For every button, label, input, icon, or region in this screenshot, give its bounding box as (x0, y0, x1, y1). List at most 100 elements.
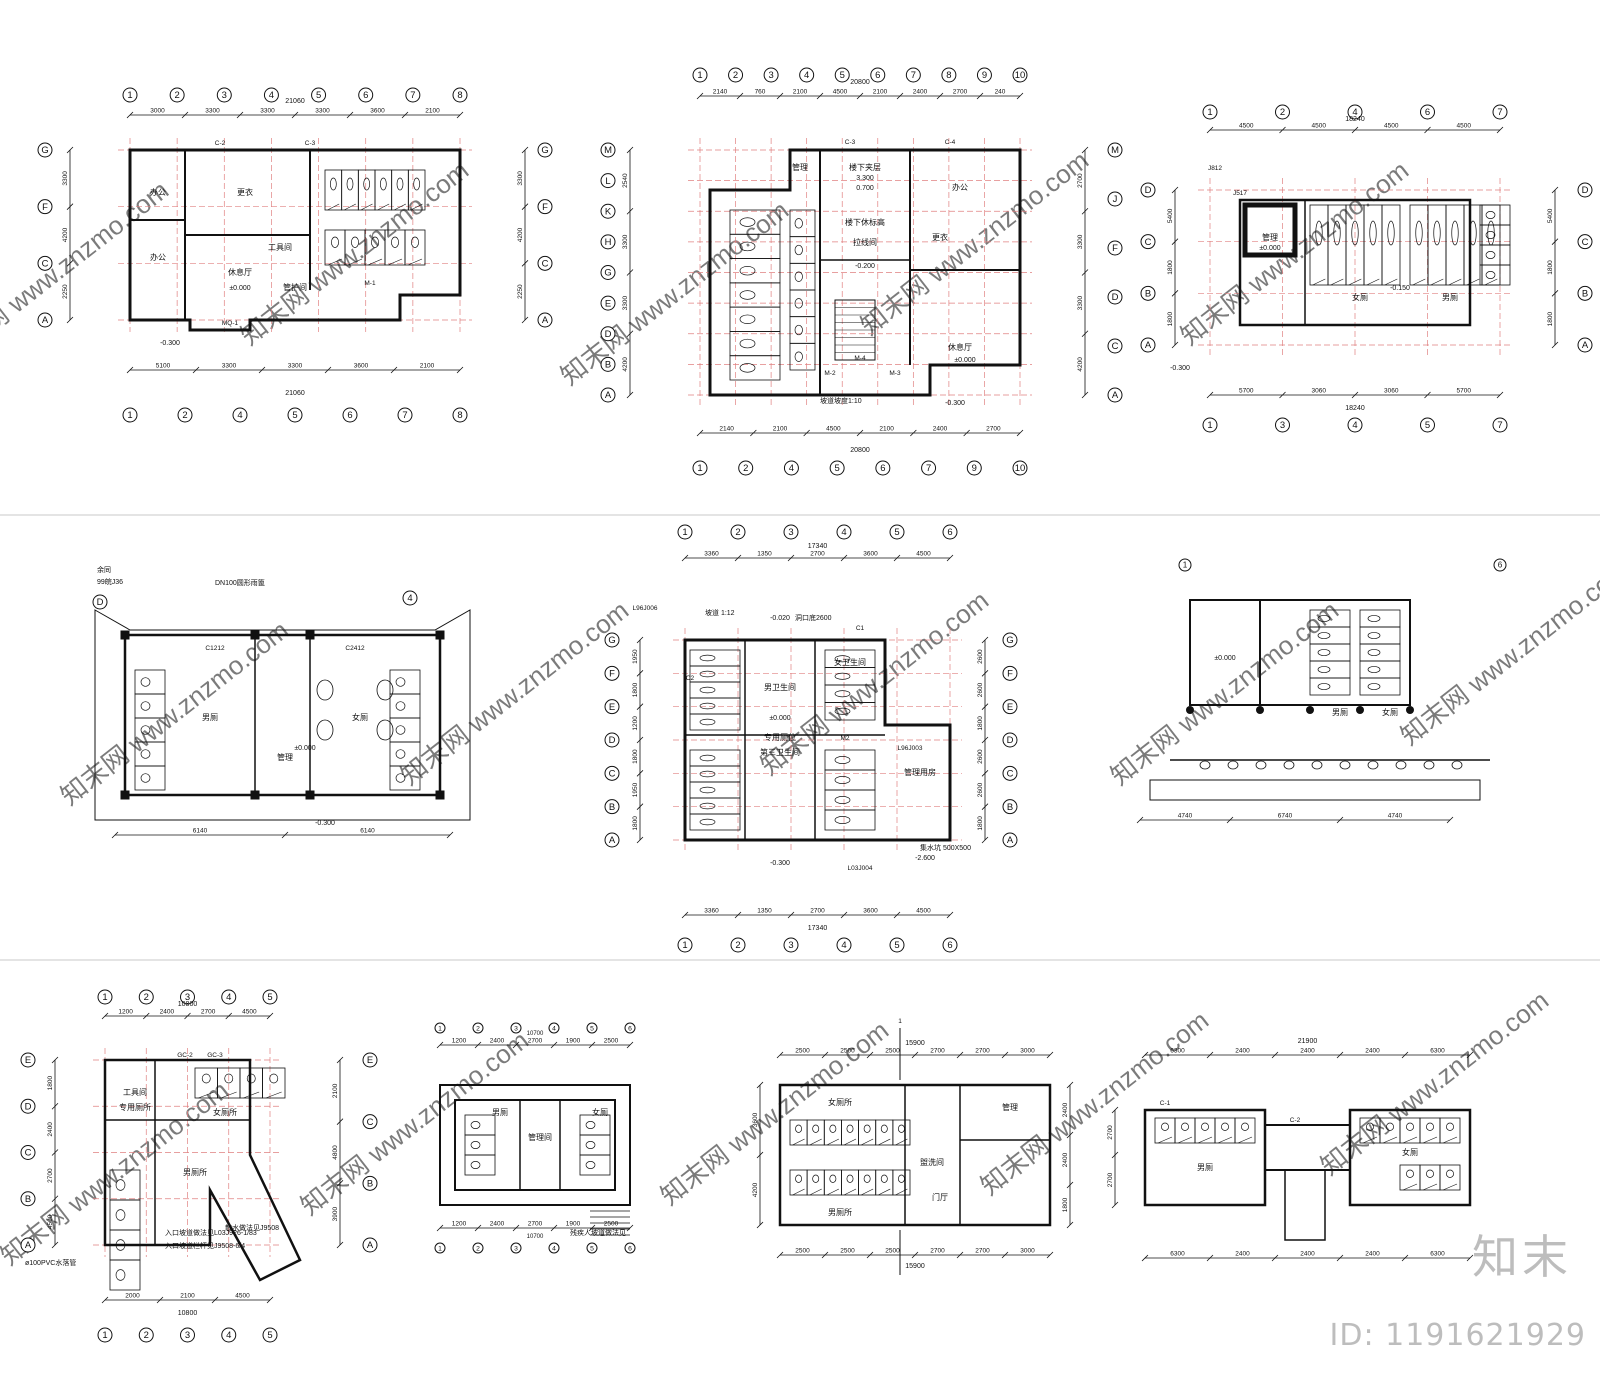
axis-bubble: 4 (402, 590, 418, 606)
axis-circle (600, 234, 616, 250)
axis-label: K (605, 206, 612, 217)
axis-label: 7 (1497, 107, 1502, 118)
axis-label: D (605, 329, 612, 340)
axis-label: 5 (292, 410, 297, 421)
dimension-value: 6140 (193, 828, 208, 835)
room-label: 女厕 (352, 712, 368, 722)
column (1256, 706, 1264, 714)
axis-bubble: D (92, 594, 108, 610)
stall-door (1430, 278, 1444, 286)
axis-circle (548, 1242, 560, 1254)
watermark: 知末网 www.znzmo.com (1395, 555, 1600, 751)
stall-door (895, 1188, 908, 1196)
axis-label: B (367, 1178, 373, 1189)
axis-circle (976, 67, 992, 83)
dimension-tick (1081, 391, 1089, 399)
axis-label: 6 (363, 90, 368, 101)
dimension-tick (156, 1296, 164, 1304)
reference-tag: C-3 (305, 140, 316, 147)
axis-label: 6 (628, 1245, 632, 1252)
axis-label: 6 (628, 1025, 632, 1032)
axis-label: 4 (407, 593, 412, 604)
toilet-fixture (1485, 231, 1496, 239)
column (1186, 706, 1194, 714)
dimension-tick (336, 1118, 344, 1125)
dimension-tick (66, 260, 74, 267)
axis-circle (397, 407, 413, 423)
axis-label: 6 (1498, 561, 1503, 570)
dimension-tick (1551, 186, 1559, 194)
axis-circle (783, 524, 799, 540)
room-label: 女厕 (592, 1107, 608, 1117)
dimension-tick (911, 1051, 919, 1059)
total-dimension: 18240 (1345, 405, 1365, 412)
dimension-value: 1800 (632, 682, 639, 697)
dimension-value: 760 (755, 89, 766, 96)
dimension-tick (456, 111, 464, 119)
annotation-note: 残疾人坡道做法见 (570, 1228, 626, 1237)
toilet-fixture (897, 1124, 905, 1133)
axis-circle (1420, 417, 1435, 433)
axis-bubble: F (1107, 240, 1123, 256)
axis-circle (1012, 460, 1028, 476)
reference-tag: C-4 (945, 139, 956, 146)
toilet-stall (1381, 204, 1401, 286)
dimension-tick (474, 1041, 482, 1049)
axis-bubble: A (37, 312, 53, 328)
axis-circle (1420, 104, 1435, 120)
axis-circle (1002, 665, 1018, 681)
toilet-fixture (1161, 1122, 1169, 1131)
toilet-fixture (699, 754, 716, 762)
dimension-tick (1136, 816, 1144, 824)
axis-bubble: 1 (122, 407, 138, 423)
stall-door (878, 1138, 891, 1146)
dimension-tick (436, 1224, 444, 1232)
toilet-stalls (824, 649, 876, 721)
axis-label: 2 (144, 1330, 149, 1341)
axis-label: 6 (1425, 107, 1430, 118)
axis-circle (600, 295, 616, 311)
dimension-value: 1200 (452, 1038, 467, 1045)
stall-door (265, 1091, 282, 1099)
toilet-stalls (1154, 1117, 1256, 1144)
axis-circle (692, 460, 708, 476)
axis-label: D (25, 1101, 32, 1112)
dimension-tick (776, 1251, 784, 1259)
dimension-value: 3060 (1312, 388, 1327, 395)
axis-label: B (609, 802, 615, 813)
watermark-text: 知末网 www.znzmo.com (55, 615, 294, 811)
stall-door (327, 258, 343, 266)
toilet-stall (262, 1067, 286, 1099)
axis-circle (537, 255, 553, 271)
toilet-fixture (739, 338, 756, 349)
dimension-tick (51, 1056, 59, 1064)
dimension-value: 3300 (622, 296, 629, 311)
toilet-fixture (699, 770, 716, 778)
annotation-note: DN100圆形雨篦 (215, 578, 265, 587)
dimension-value: 2400 (1062, 1152, 1069, 1167)
axis-circle (1202, 104, 1218, 120)
axis-circle (221, 1327, 237, 1343)
toilet-fixture (794, 351, 803, 362)
dimension-tick (1271, 1051, 1279, 1059)
dimension-tick (1351, 391, 1359, 399)
axis-bubble: 4 (1347, 417, 1363, 433)
reference-tag: M-1 (364, 280, 376, 287)
dimension-value: 3300 (1077, 296, 1084, 311)
reference-tag: C-2 (1290, 1117, 1301, 1124)
dimension-value: 5700 (1457, 388, 1472, 395)
dimension-tick (866, 1051, 874, 1059)
axis-label: 7 (911, 70, 916, 81)
stall-door (1466, 278, 1480, 286)
dimension-tick (626, 1041, 634, 1049)
axis-bubble: 2 (138, 1327, 154, 1343)
dimension-value: 4200 (752, 1182, 759, 1197)
toilet-fixture (1317, 649, 1331, 656)
dimension-tick (981, 703, 989, 710)
